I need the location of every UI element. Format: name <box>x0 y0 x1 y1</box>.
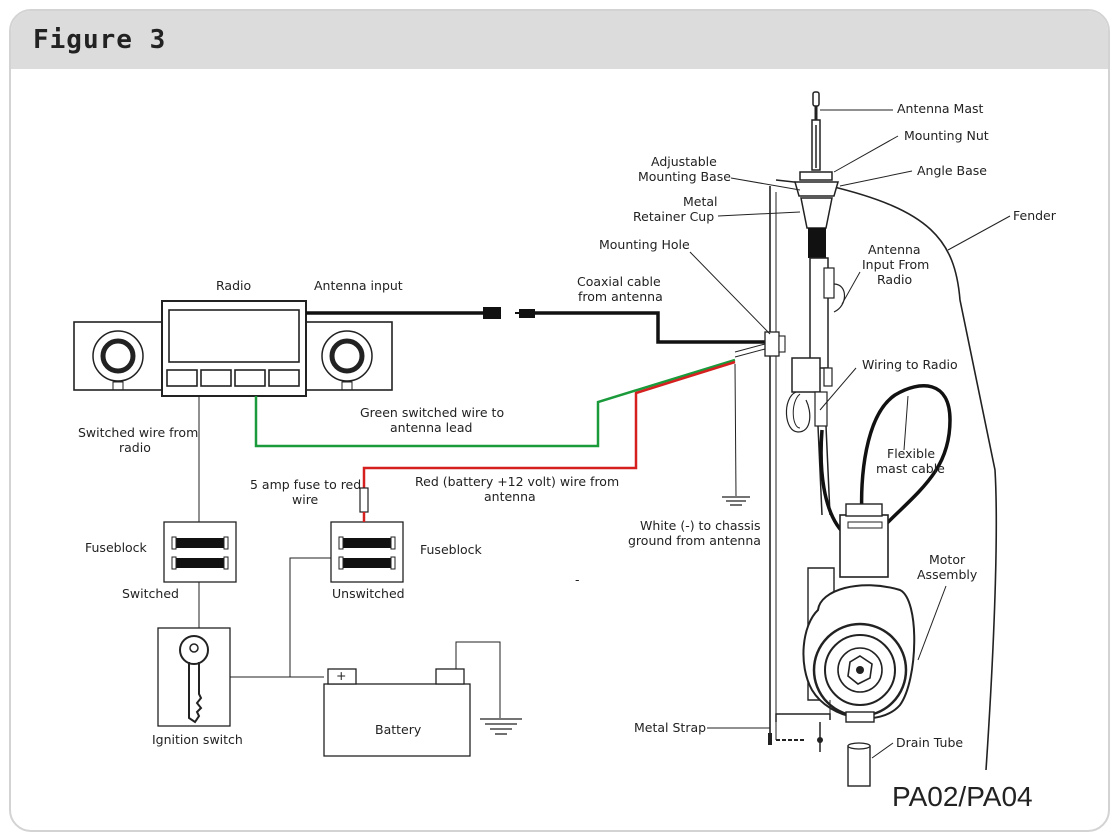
label-retainer-2: Retainer Cup <box>633 209 714 224</box>
label-flex-1: Flexible <box>887 446 935 461</box>
inline-fuse <box>359 487 369 513</box>
ignition-switch <box>157 627 231 727</box>
diagram-labels: Antenna Mast Mounting Nut Adjustable Mou… <box>78 101 1057 812</box>
fuseblock-unswitched <box>330 521 404 583</box>
label-switched: Switched <box>122 586 179 601</box>
label-battery: Battery <box>375 722 422 737</box>
label-fuse-2: wire <box>292 492 319 507</box>
label-mounting-nut: Mounting Nut <box>904 128 989 143</box>
label-white-1: White (-) to chassis <box>640 518 761 533</box>
label-switched-radio-1: Switched wire from <box>78 425 198 440</box>
label-red-1: Red (battery +12 volt) wire from <box>415 474 619 489</box>
label-fuseblock-right: Fuseblock <box>420 542 483 557</box>
label-ant-input-3: Radio <box>877 272 912 287</box>
fuseblock-switched <box>163 521 237 583</box>
label-mounting-hole: Mounting Hole <box>599 237 690 252</box>
label-retainer-1: Metal <box>683 194 718 209</box>
label-white-2: ground from antenna <box>628 533 761 548</box>
label-switched-radio-2: radio <box>119 440 151 455</box>
label-antenna-input: Antenna input <box>314 278 403 293</box>
label-metal-strap: Metal Strap <box>634 720 706 735</box>
label-motor-1: Motor <box>929 552 966 567</box>
label-ant-input-2: Input From <box>862 257 929 272</box>
label-angle-base: Angle Base <box>917 163 987 178</box>
label-stray-mark: - <box>575 572 580 587</box>
label-radio: Radio <box>216 278 251 293</box>
label-flex-2: mast cable <box>876 461 945 476</box>
white-ground-wire <box>722 343 766 506</box>
label-ant-input-1: Antenna <box>868 242 921 257</box>
model-code: PA02/PA04 <box>892 781 1033 812</box>
label-motor-2: Assembly <box>917 567 978 582</box>
label-drain-tube: Drain Tube <box>896 735 963 750</box>
label-antenna-mast: Antenna Mast <box>897 101 984 116</box>
label-fuseblock-left: Fuseblock <box>85 540 148 555</box>
coaxial-cable <box>306 307 765 344</box>
label-fender: Fender <box>1013 208 1057 223</box>
label-ignition-switch: Ignition switch <box>152 732 243 747</box>
label-green-1: Green switched wire to <box>360 405 504 420</box>
label-battery-plus: + <box>336 668 346 683</box>
green-switched-wire <box>254 358 736 448</box>
red-battery-wire <box>362 360 736 513</box>
antenna-mast-assembly <box>764 91 952 787</box>
label-adjustable-1: Adjustable <box>651 154 717 169</box>
label-adjustable-2: Mounting Base <box>638 169 731 184</box>
fender <box>769 179 998 771</box>
radio-unit <box>73 300 393 397</box>
label-green-2: antenna lead <box>390 420 472 435</box>
figure-title: Figure 3 <box>33 25 167 55</box>
label-red-2: antenna <box>484 489 536 504</box>
label-coax-2: from antenna <box>578 289 663 304</box>
label-fuse-1: 5 amp fuse to red <box>250 477 361 492</box>
label-wiring-to-radio: Wiring to Radio <box>862 357 958 372</box>
battery <box>323 641 522 757</box>
label-coax-1: Coaxial cable <box>577 274 661 289</box>
figure-header: Figure 3 <box>11 11 1108 69</box>
leader-lines <box>689 109 1011 759</box>
label-unswitched: Unswitched <box>332 586 405 601</box>
